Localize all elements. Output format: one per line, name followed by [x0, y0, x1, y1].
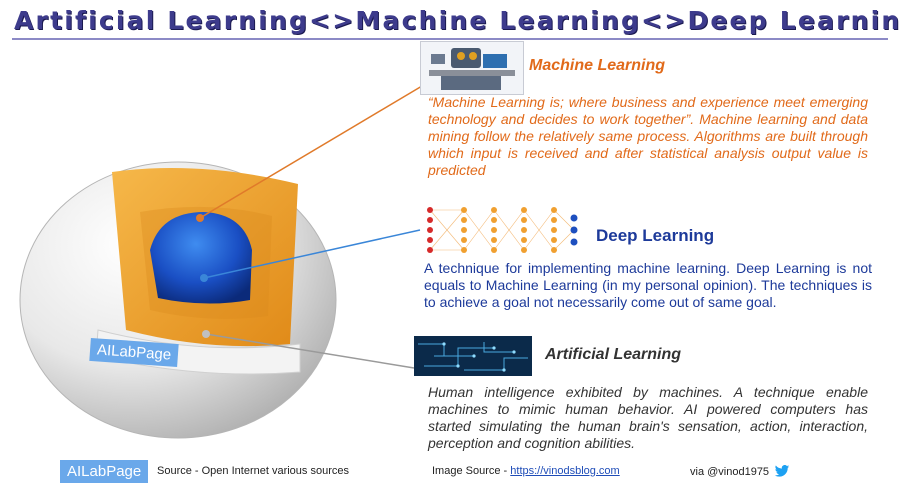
dl-connector-dot [200, 274, 208, 282]
footer-image-source: Image Source - https://vinodsblog.com [432, 465, 620, 477]
footer-source: Source - Open Internet various sources [157, 465, 349, 477]
artificial-learning-text: Human intelligence exhibited by machines… [428, 384, 868, 452]
ml-connector-line [200, 86, 422, 218]
neural-network-image [424, 204, 589, 256]
footer-badge: AILabPage [60, 460, 148, 483]
artificial-learning-title: Artificial Learning [545, 346, 681, 364]
machine-learning-title: Machine Learning [529, 57, 665, 75]
deep-learning-text: A technique for implementing machine lea… [424, 260, 872, 311]
via-handle[interactable]: via @vinod1975 [690, 466, 769, 478]
al-connector-dot [202, 330, 210, 338]
image-source-label: Image Source - [432, 465, 510, 477]
twitter-bird-icon [774, 465, 790, 477]
robot-image [420, 41, 524, 95]
machine-learning-text: “Machine Learning is; where business and… [428, 94, 868, 179]
footer-via: via @vinod1975 [690, 465, 790, 478]
deep-learning-title: Deep Learning [596, 226, 714, 246]
image-source-link[interactable]: https://vinodsblog.com [510, 465, 619, 477]
ml-connector-dot [196, 214, 204, 222]
circuit-brain-image [414, 336, 532, 376]
core-sphere [150, 212, 252, 304]
